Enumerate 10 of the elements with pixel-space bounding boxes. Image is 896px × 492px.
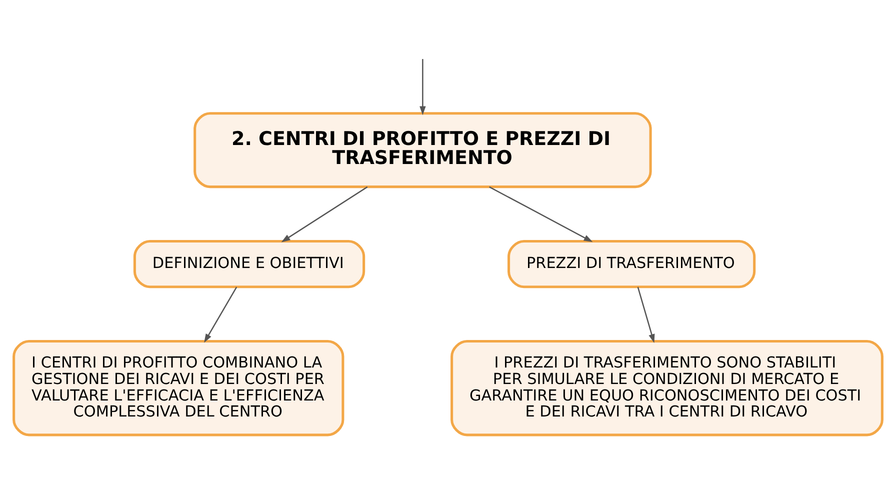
node-box: I CENTRI DI PROFITTO COMBINANO LA GESTIONE DEI RICAVI E DEI COSTI PER VALUTARE L'EFFICACIA E L'EFFICIENZA COMPLESSIVA DEL CENTRO bbox=[12, 340, 344, 436]
node-box: 2. CENTRI DI PROFITTO E PREZZI DI TRASFERIMENTO bbox=[194, 112, 652, 188]
node-box: PREZZI DI TRASFERIMENTO bbox=[508, 240, 756, 288]
arrow bbox=[637, 286, 655, 342]
node-box: I PREZZI DI TRASFERIMENTO SONO STABILITI PER SIMULARE LE CONDIZIONI DI MERCATO E GARANTIRE UN EQUO RICONOSCIMENTO DEI COSTI E DEI RICAVI TRA I CENTRI DI RICAVO bbox=[450, 340, 884, 436]
arrow bbox=[420, 58, 426, 115]
arrow bbox=[204, 286, 238, 342]
node-box: DEFINIZIONE E OBIETTIVI bbox=[133, 240, 366, 288]
arrow bbox=[489, 186, 593, 242]
arrow bbox=[281, 186, 368, 242]
